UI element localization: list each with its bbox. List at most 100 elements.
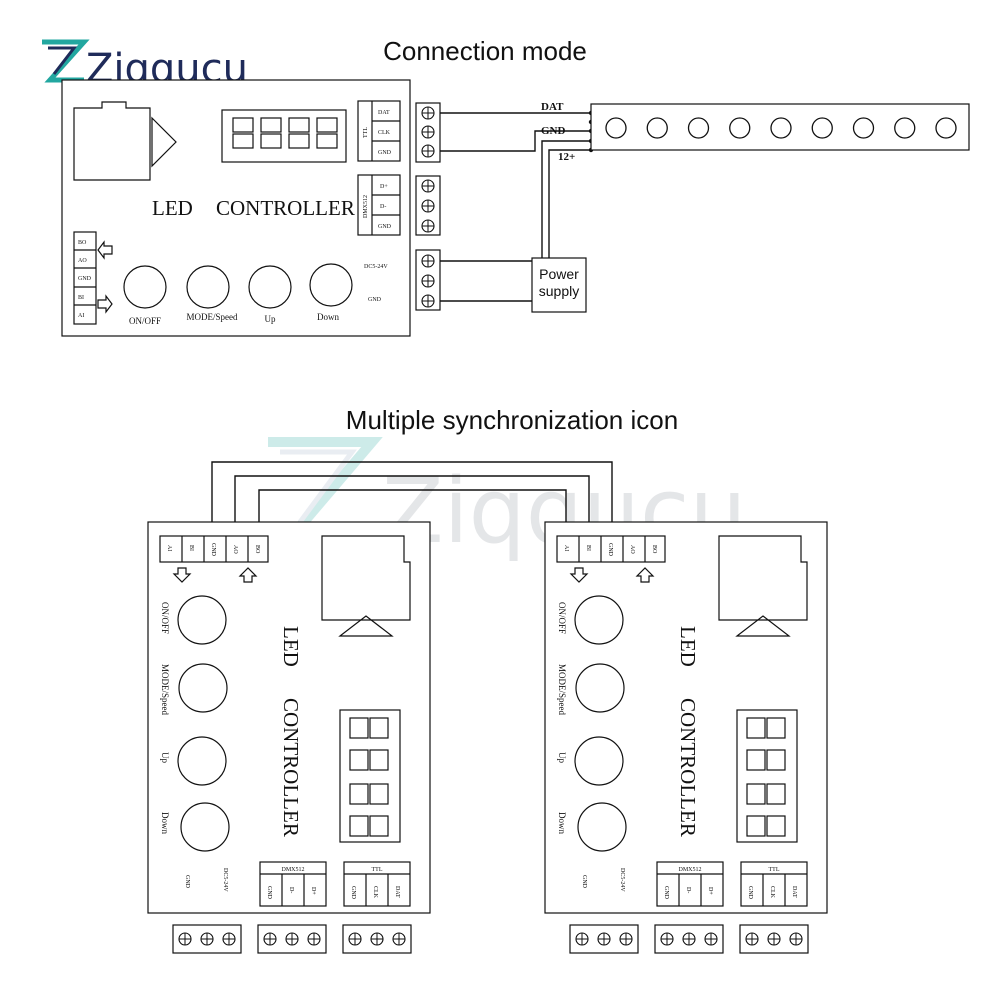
on-off-label: ON/OFF bbox=[129, 316, 161, 326]
sync-pin-ai: AI bbox=[78, 313, 84, 319]
dmx-pin-gnd: GND bbox=[266, 886, 272, 900]
sync-pin-bo: BO bbox=[651, 545, 657, 554]
wire-label-dat: DAT bbox=[541, 101, 564, 113]
ttl-pin-dat: DAT bbox=[378, 110, 390, 116]
on-off-button bbox=[177, 595, 227, 645]
sync-pin-ao: AO bbox=[78, 258, 87, 264]
strip-led bbox=[687, 117, 710, 139]
right-controller: AI BI GND AO BO ON/OFF MODE/Speed Up Dow… bbox=[544, 521, 828, 954]
strip-led bbox=[894, 117, 916, 139]
power-label-gnd: GND bbox=[368, 297, 382, 303]
sync-pin-bi: BI bbox=[585, 545, 591, 551]
power-label-gnd: GND bbox=[184, 875, 190, 889]
up-label: Up bbox=[557, 752, 567, 763]
strip-led bbox=[729, 117, 751, 139]
sync-pin-ao: AO bbox=[629, 545, 635, 554]
on-off-label: ON/OFF bbox=[557, 602, 567, 634]
on-off-label: ON/OFF bbox=[160, 602, 170, 634]
down-button bbox=[577, 802, 627, 852]
sd-card-slot bbox=[73, 101, 177, 181]
sync-pin-gnd: GND bbox=[78, 276, 92, 282]
dmx-pin-gnd: GND bbox=[378, 224, 392, 230]
controller-label: CONTROLLER bbox=[279, 698, 303, 837]
ttl-pin-gnd: GND bbox=[378, 150, 392, 156]
dmx-pin-dminus: D- bbox=[288, 887, 294, 893]
sync-wiring bbox=[211, 461, 613, 541]
up-label: Up bbox=[265, 314, 276, 324]
dmx-pin-dplus: D+ bbox=[380, 184, 388, 190]
controller-label: CONTROLLER bbox=[676, 698, 700, 837]
ttl-pin-clk: CLK bbox=[372, 886, 378, 899]
mode-speed-button bbox=[575, 663, 625, 713]
sync-pin-gnd: GND bbox=[607, 543, 613, 557]
sync-pin-ai: AI bbox=[166, 545, 172, 551]
ttl-pin-dat: DAT bbox=[394, 886, 400, 898]
dmx-pin-gnd: GND bbox=[663, 886, 669, 900]
ttl-label: TTL bbox=[363, 127, 369, 138]
led-label: LED bbox=[152, 196, 193, 220]
ttl-port: TTL GND CLK DAT bbox=[740, 861, 808, 907]
sync-title: Multiple synchronization icon bbox=[346, 405, 678, 435]
dmx-pin-dminus: D- bbox=[685, 887, 691, 893]
strip-led bbox=[770, 117, 792, 139]
sync-pin-ao: AO bbox=[232, 545, 238, 554]
input-arrow-icon bbox=[172, 567, 192, 583]
ttl-pin-gnd: GND bbox=[350, 886, 356, 900]
down-label: Down bbox=[317, 312, 339, 322]
sync-port: BO AO GND BI AI bbox=[73, 231, 113, 325]
power-label-voltage: DC5-24V bbox=[364, 264, 388, 270]
output-arrow-icon bbox=[97, 240, 113, 260]
ttl-terminal-block bbox=[415, 102, 441, 163]
power-terminal-block bbox=[569, 924, 639, 954]
dmx-pin-dminus: D- bbox=[380, 204, 386, 210]
ttl-label: TTL bbox=[769, 867, 780, 873]
dmx-terminal-block bbox=[257, 924, 327, 954]
up-label: Up bbox=[160, 752, 170, 763]
ttl-pin-dat: DAT bbox=[791, 886, 797, 898]
power-terminal-block bbox=[415, 249, 441, 311]
strip-led bbox=[852, 117, 875, 139]
dmx-label: DMX512 bbox=[678, 867, 701, 873]
ttl-port: TTL DAT CLK GND bbox=[357, 100, 401, 162]
down-label: Down bbox=[160, 812, 170, 834]
power-label-voltage: DC5-24V bbox=[222, 868, 228, 892]
strip-led bbox=[646, 117, 668, 139]
strip-led bbox=[811, 117, 833, 139]
seven-segment-display bbox=[221, 109, 347, 163]
sd-card-slot bbox=[718, 535, 808, 637]
wire-label-12v: 12+ bbox=[558, 151, 575, 163]
sync-pin-bi: BI bbox=[78, 295, 84, 301]
sync-pin-bo: BO bbox=[78, 240, 87, 246]
strip-led bbox=[935, 117, 957, 139]
left-controller: AI BI GND AO BO ON/OFF MODE/Speed Up Dow… bbox=[147, 521, 431, 954]
power-supply-label-line1: Power bbox=[539, 266, 579, 282]
mode-speed-button bbox=[186, 265, 230, 309]
led-label: LED bbox=[676, 626, 700, 667]
sync-pin-ai: AI bbox=[563, 545, 569, 551]
sync-pin-bi: BI bbox=[188, 545, 194, 551]
ttl-pin-clk: CLK bbox=[769, 886, 775, 899]
ttl-port: TTL GND CLK DAT bbox=[343, 861, 411, 907]
sync-pin-bo: BO bbox=[254, 545, 260, 554]
sync-port: AI BI GND AO BO bbox=[159, 535, 269, 583]
mode-speed-button bbox=[178, 663, 228, 713]
ttl-terminal-block bbox=[739, 924, 809, 954]
sync-port: AI BI GND AO BO bbox=[556, 535, 666, 583]
dmx-terminal-block bbox=[415, 175, 441, 236]
logo-z-icon bbox=[42, 39, 90, 83]
down-button bbox=[309, 263, 353, 307]
connection-mode-title: Connection mode bbox=[383, 36, 587, 66]
power-supply: Power supply bbox=[531, 257, 587, 313]
on-off-button bbox=[123, 265, 167, 309]
wire-label-gnd: GND bbox=[541, 125, 566, 137]
top-wiring: DAT GND 12+ bbox=[440, 101, 594, 302]
power-supply-label-line2: supply bbox=[539, 283, 579, 299]
down-button bbox=[180, 802, 230, 852]
ttl-pin-clk: CLK bbox=[378, 130, 391, 136]
dmx-label: DMX512 bbox=[281, 867, 304, 873]
dmx-terminal-block bbox=[654, 924, 724, 954]
sd-card-slot bbox=[321, 535, 411, 637]
power-label-voltage: DC5-24V bbox=[619, 868, 625, 892]
on-off-button bbox=[574, 595, 624, 645]
